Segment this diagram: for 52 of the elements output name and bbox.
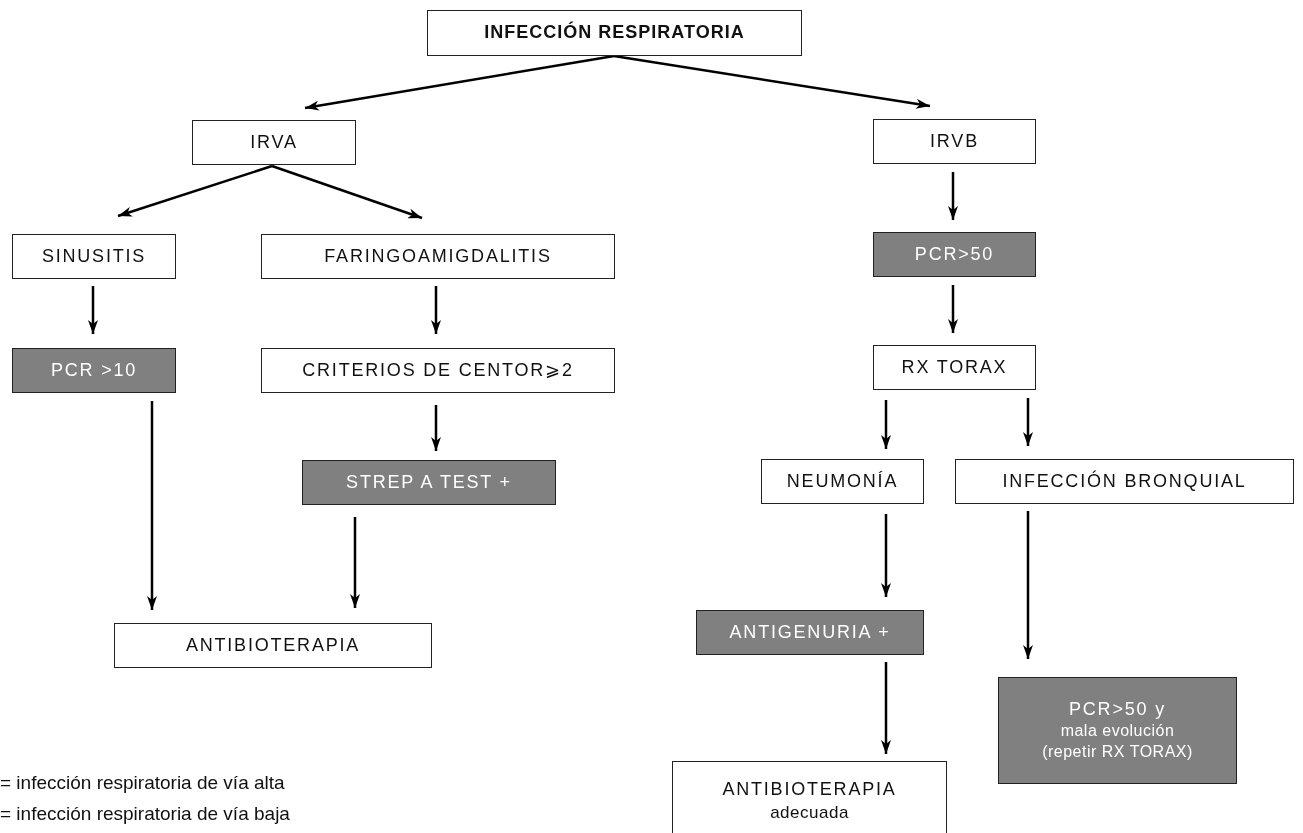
arrow (117, 164, 273, 218)
arrow (881, 514, 891, 597)
result-box (12, 348, 176, 393)
arrow (271, 164, 423, 220)
node-text: ANTIBIOTERAPIA (185, 633, 361, 657)
arrow (431, 405, 441, 451)
node-text: INFECCIÓN RESPIRATORIA (484, 21, 745, 45)
result-box (696, 610, 924, 655)
node-text: adecuada (770, 801, 849, 824)
process-box (261, 234, 615, 279)
result-box (873, 232, 1036, 277)
arrow (881, 400, 891, 449)
node-text: RX TORAX (901, 355, 1008, 379)
node-text: STREP A TEST + (346, 470, 512, 494)
node-text: PCR>50 y (1069, 698, 1166, 721)
node-text: IRVA (250, 130, 298, 154)
process-box (873, 345, 1036, 390)
process-box (192, 120, 356, 165)
arrow (350, 517, 360, 608)
arrow (1023, 511, 1033, 659)
arrow (948, 285, 958, 333)
legend-note: = infección respiratoria de vía alta (0, 772, 285, 794)
arrow (304, 54, 615, 111)
node-text: INFECCIÓN BRONQUIAL (1002, 469, 1247, 493)
process-box (12, 234, 176, 279)
node-text: FARINGOAMIGDALITIS (324, 244, 552, 268)
arrow (431, 286, 441, 334)
node-text: mala evolución (repetir RX TORAX) (1041, 721, 1194, 763)
arrow (88, 286, 98, 334)
process-box (114, 623, 432, 668)
arrow (948, 172, 958, 220)
arrow (613, 54, 931, 109)
process-box (261, 348, 615, 393)
node-text: NEUMONÍA (786, 469, 899, 493)
arrow (1023, 398, 1033, 446)
node-text: IRVB (930, 129, 979, 153)
node-text: ANTIGENURIA + (729, 620, 891, 644)
arrow (881, 662, 891, 754)
node-text: CRITERIOS DE CENTOR⩾2 (302, 358, 574, 382)
node-text: PCR >10 (50, 358, 138, 382)
process-box (873, 119, 1036, 164)
result-box (302, 460, 556, 505)
process-box (672, 761, 947, 833)
result-box (998, 677, 1237, 784)
legend-note: = infección respiratoria de vía baja (0, 803, 290, 825)
arrow (147, 401, 157, 610)
node-text: SINUSITIS (41, 244, 147, 268)
process-box (955, 459, 1294, 504)
node-text: PCR>50 (914, 242, 995, 266)
node-text: ANTIBIOTERAPIA (722, 778, 897, 802)
title-box (427, 10, 802, 56)
process-box (761, 459, 924, 504)
